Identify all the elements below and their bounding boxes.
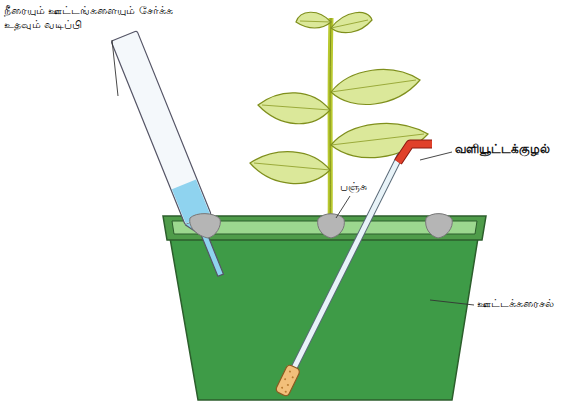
funnel-tube: [111, 31, 211, 225]
air-stone: [275, 364, 301, 397]
air-tube-cap: [398, 144, 432, 162]
air-tube-edge: [292, 156, 400, 372]
air-tube-cap-edge: [398, 144, 432, 162]
cotton-plug: [190, 214, 221, 238]
funnel: [111, 31, 234, 281]
leaf: [296, 12, 331, 28]
cotton-plug: [426, 214, 453, 238]
stem-edge: [330, 18, 331, 230]
air-tube-label: வளியூட்டக்குழல்: [455, 142, 550, 158]
air-stone-texture: [279, 370, 296, 393]
leader-line: [430, 300, 474, 305]
plant-stem: [330, 18, 331, 230]
leader-lines: [112, 40, 474, 305]
cotton: [190, 214, 453, 238]
leader-line: [336, 196, 350, 218]
leaf: [331, 70, 420, 105]
funnel-stem: [185, 214, 233, 280]
leader-line: [112, 40, 118, 96]
leader-line: [420, 152, 452, 160]
leaf: [331, 12, 372, 32]
air-tube: [292, 156, 400, 372]
leaf: [250, 152, 330, 184]
air-stone-body: [275, 364, 301, 397]
leaf-veins: [254, 20, 424, 170]
leaf: [258, 93, 330, 124]
solution-label: ஊட்டக்கரைசல்: [477, 297, 554, 311]
cotton-label: பஞ்சு: [340, 180, 367, 194]
funnel-label: நீரையும் ஊட்டங்களையும் சேர்க்க உதவும் வட…: [4, 4, 194, 33]
cotton-plug: [318, 214, 345, 238]
